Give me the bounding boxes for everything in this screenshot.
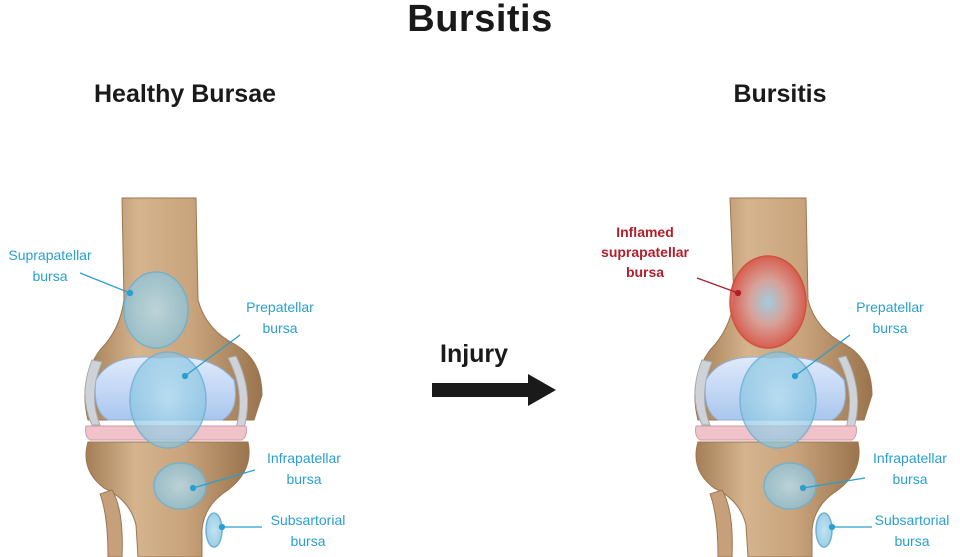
subsartorial-bursa [205,512,223,548]
injury-label: Injury [440,340,509,368]
label-inflamed-suprapatellar-bursa: Inflamed suprapatellar bursa [590,222,700,282]
label-line: bursa [892,471,928,487]
subsartorial-bursa-right [815,512,833,548]
label-prepatellar-bursa-right: Prepatellar bursa [840,297,940,339]
bursitis-knee [694,197,873,557]
infrapatellar-bursa-right [763,462,817,510]
label-line: bursa [625,264,665,280]
infrapatellar-bursa [153,462,207,510]
label-line: Infrapatellar [873,450,947,466]
suprapatellar-bursa [123,271,189,349]
label-line: Subsartorial [270,512,346,528]
label-infrapatellar-bursa-right: Infrapatellar bursa [862,448,958,490]
healthy-heading: Healthy Bursae [93,80,277,108]
label-line: Prepatellar [246,299,314,315]
label-prepatellar-bursa: Prepatellar bursa [230,297,330,339]
label-line: bursa [290,533,326,549]
arrow-right-icon [432,374,556,406]
label-subsartorial-bursa-right: Subsartorial bursa [866,510,958,552]
label-line: Prepatellar [856,299,924,315]
healthy-knee [79,197,263,557]
label-line: Infrapatellar [267,450,341,466]
label-line: bursa [894,533,930,549]
prepatellar-bursa-right [739,351,817,449]
label-line: bursa [286,471,322,487]
page-title: Bursitis [407,0,553,40]
label-line: Suprapatellar [8,247,92,263]
label-line: Subsartorial [874,512,950,528]
label-suprapatellar-bursa: Suprapatellar bursa [0,245,100,287]
label-line: bursa [32,268,68,284]
label-infrapatellar-bursa: Infrapatellar bursa [254,448,354,490]
bursitis-heading: Bursitis [733,80,827,108]
inflamed-suprapatellar-bursa [729,255,807,349]
label-subsartorial-bursa: Subsartorial bursa [258,510,358,552]
label-line: bursa [872,320,908,336]
prepatellar-bursa [129,351,207,449]
label-line: suprapatellar [601,244,689,260]
label-line: Inflamed [616,224,674,240]
label-line: bursa [262,320,298,336]
